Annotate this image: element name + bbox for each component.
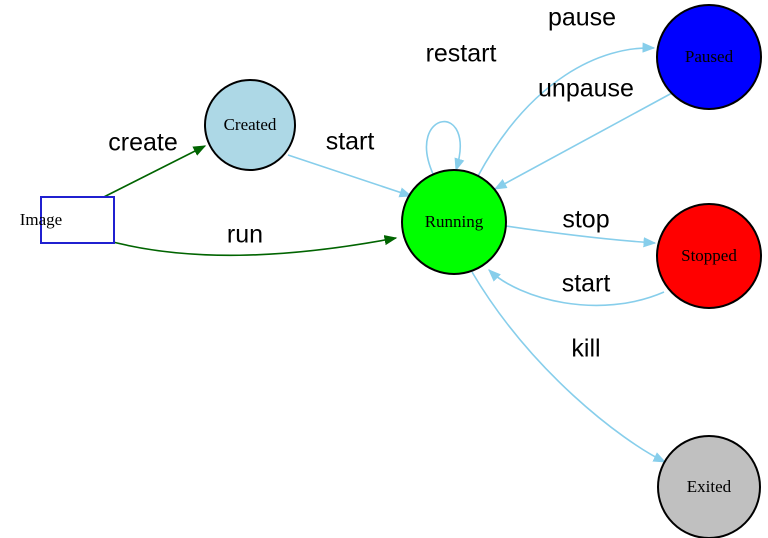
node-created-shape[interactable] [204,79,296,171]
node-stopped[interactable]: Stopped [656,203,762,309]
node-exited-label: Exited [687,477,732,496]
node-created-label: Created [224,115,277,134]
edge-label-start-stopped: start [562,270,611,298]
node-image-label: Image [20,210,62,229]
nodes-layer: Image Created Running Paused Stopped Exi [20,4,762,538]
edge-label-run: run [227,221,263,249]
node-stopped-shape[interactable] [656,203,762,309]
edge-label-unpause: unpause [538,75,634,103]
node-stopped-label: Stopped [681,246,737,265]
node-exited-shape[interactable] [657,435,761,538]
edge-start-created [287,154,413,198]
node-exited[interactable]: Exited [657,435,761,538]
node-paused[interactable]: Paused [656,4,762,110]
edge-label-pause: pause [548,4,616,32]
edge-run [79,231,398,257]
node-paused-label: Paused [685,47,734,66]
edge-label-stop: stop [562,206,609,234]
edge-restart [425,120,465,175]
edge-label-create: create [108,129,177,157]
edge-label-restart: restart [426,40,497,68]
edges-layer [79,42,673,463]
edge-label-kill: kill [571,335,600,363]
edge-pause [477,42,656,177]
node-image-shape[interactable] [40,196,115,244]
edge-label-start-created: start [326,128,375,156]
edge-stop [505,225,657,248]
edge-start-stopped [488,269,665,307]
node-running-shape[interactable] [401,169,507,275]
node-created[interactable]: Created [204,79,296,171]
edge-unpause [493,92,673,190]
edge-labels-layer: create run start restart pause unpause s… [108,4,634,363]
node-running[interactable]: Running [401,169,507,275]
node-paused-shape[interactable] [656,4,762,110]
node-image[interactable]: Image [20,196,115,244]
node-running-label: Running [425,212,484,231]
edge-kill [471,271,667,463]
